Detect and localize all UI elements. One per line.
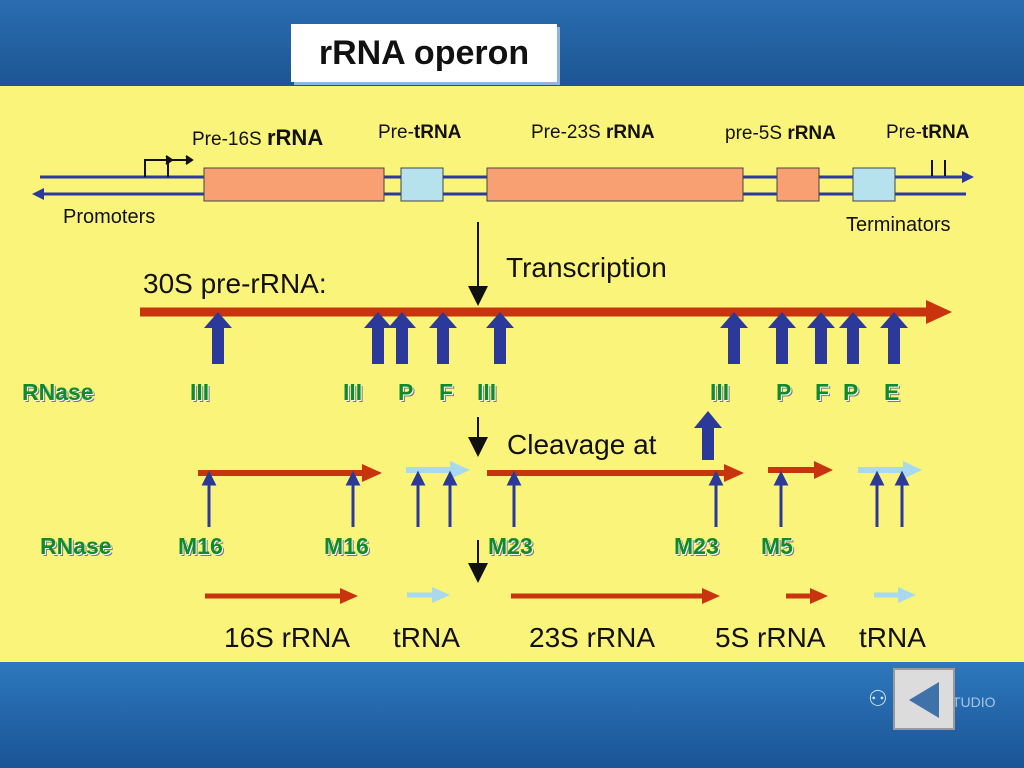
pre23s-label-bold: rRNA [605,122,655,143]
rnase-site-iii: III [710,379,730,405]
rnase-site-f: F [439,379,454,405]
pretrna1-label-prefix: Pre- [378,122,414,143]
rnase-site-iii: III [477,379,497,405]
promoters-label: Promoters [63,206,156,228]
footer-band [0,662,1024,768]
cleavage-legend-arrow [694,411,722,460]
pretrna1-label-bold: tRNA [413,122,462,143]
transcription-label: Transcription [506,252,667,283]
dna-top-arrowhead [962,171,974,183]
rnase-site-p: P [843,379,859,405]
rnase-row2-label: RNase [40,533,112,559]
pre5s-label-bold: rRNA [787,123,836,144]
back-button[interactable] [893,668,955,730]
product-trna-label: tRNA [393,622,460,653]
rnase-site-m23: M23 [488,533,533,559]
rnase-site-m23: M23 [674,533,719,559]
rnase-site-p: P [776,379,792,405]
cut-arrow-e [880,312,908,364]
intermediate-fragments [198,461,922,482]
pre16s-gene-box [203,167,385,202]
pre16s-label-prefix: Pre-16S [192,129,267,150]
rnase-site-p: P [398,379,414,405]
pre-rrna-label: 30S pre-rRNA: [143,268,327,299]
pre5s-label-prefix: pre-5S [725,123,788,144]
rnase-site-m16: M16 [324,533,369,559]
product-16s-label: 16S rRNA [224,622,351,653]
slide-title-box: rRNA operon [291,24,557,82]
pre23s-gene-box [486,167,744,202]
cut-arrow-p-1 [388,312,416,364]
cut-arrow-f-1 [429,312,457,364]
pretrna2-label-prefix: Pre- [886,122,922,143]
pretrna2-label-bold: tRNA [921,122,970,143]
pre-rrna-arrowhead [926,300,952,324]
mature-products [205,587,916,604]
cut-arrow-f-2 [807,312,835,364]
rnase-site-iii: III [190,379,210,405]
rnase-site-iii: III [343,379,363,405]
rnase-site-m16: M16 [178,533,223,559]
product-trna-label: tRNA [859,622,926,653]
dna-bottom-arrowhead [32,188,44,200]
pre5s-gene-box [776,167,820,202]
product-23s-label: 23S rRNA [529,622,656,653]
back-arrow-icon [909,682,939,718]
terminator-icon [931,160,946,176]
terminators-label: Terminators [846,214,951,236]
pre5s-label: pre-5S rRNA [725,123,836,145]
cut-arrow-iii-4 [720,312,748,364]
pre16s-label: Pre-16S rRNA [192,125,323,151]
pretrna2-label: Pre-tRNA [886,122,969,144]
footer-brand: TUDIO [952,694,996,710]
pre16s-label-bold: rRNA [266,125,324,150]
person-icon: ⚇ [868,686,888,711]
cut-arrow-p-3 [839,312,867,364]
rnase-cut-arrows-row1 [204,312,908,460]
pretrna1-label: Pre-tRNA [378,122,461,144]
rnase-cut-arrows-row2 [201,470,910,527]
promoter-icon [144,155,194,177]
rnase-site-f: F [815,379,830,405]
rnase-site-e: E [884,379,900,405]
slide-title: rRNA operon [318,33,530,72]
pretrna1-gene-box [400,167,444,202]
product-5s-label: 5S rRNA [715,622,826,653]
cut-arrow-iii-1 [204,312,232,364]
pre23s-label: Pre-23S rRNA [531,122,655,144]
cleavage-label: Cleavage at [507,429,657,460]
cut-arrow-p-2 [768,312,796,364]
pretrna2-gene-box [852,167,896,202]
rnase-site-m5: M5 [761,533,793,559]
cut-arrow-iii-2 [364,312,392,364]
rnase-row1-label: RNase [22,379,94,405]
cut-arrow-iii-3 [486,312,514,364]
pre23s-label-prefix: Pre-23S [531,122,606,143]
